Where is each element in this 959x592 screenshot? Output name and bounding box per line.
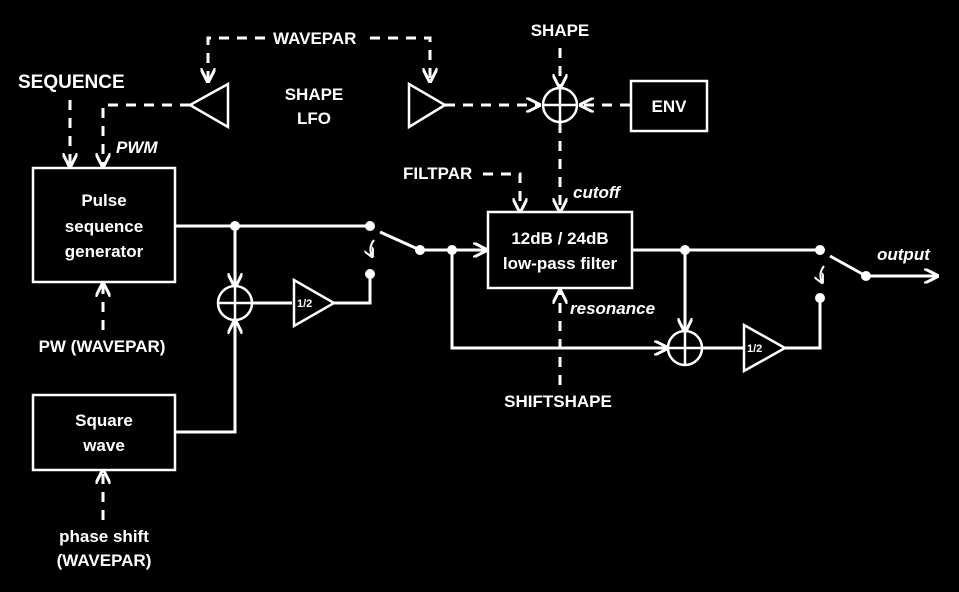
- lfo-right-triangle: [407, 81, 448, 130]
- bypass-wire: [450, 250, 666, 348]
- half-amp-left: [292, 277, 337, 329]
- junction-dot: [230, 221, 240, 231]
- wavepar-right-line: [370, 36, 430, 80]
- wavepar-left-line: [208, 36, 265, 80]
- pulse-generator-box: [31, 166, 177, 284]
- filtpar-control-line: [483, 172, 520, 210]
- shape-lfo-label-1: SHAPE: [285, 85, 344, 104]
- shape-label: SHAPE: [531, 21, 590, 40]
- pulse-box-label-1: Pulse: [81, 191, 126, 210]
- shiftshape-label: SHIFTSHAPE: [504, 392, 612, 411]
- shape-lfo-label-2: LFO: [297, 109, 331, 128]
- half-to-switch-wire: [334, 274, 372, 305]
- switch-contact-top-right: [815, 245, 825, 255]
- junction-dot: [680, 245, 690, 255]
- filtpar-label: FILTPAR: [403, 164, 472, 183]
- filter-box-label-1: 12dB / 24dB: [511, 229, 608, 248]
- pw-wavepar-label: PW (WAVEPAR): [39, 337, 166, 356]
- switch-contact-top-left: [365, 221, 375, 231]
- half-amp-right: [742, 322, 788, 374]
- resonance-label: resonance: [570, 299, 655, 318]
- phase-shift-label-1: phase shift: [59, 527, 149, 546]
- env-label: ENV: [652, 97, 688, 116]
- sum-junction-left: [216, 284, 254, 322]
- wavepar-label: WAVEPAR: [273, 29, 356, 48]
- half-amp-right-label: 1/2: [747, 343, 762, 355]
- square-out-wire: [175, 322, 235, 434]
- output-label: output: [877, 245, 931, 264]
- right-switch-blade: [829, 254, 867, 278]
- switch-contact-bottom-left: [365, 269, 375, 279]
- env-box: [629, 79, 709, 133]
- filter-box: [486, 210, 634, 290]
- cutoff-label: cutoff: [573, 183, 622, 202]
- sequence-label: SEQUENCE: [18, 72, 125, 93]
- left-switch-indicator: [370, 239, 375, 256]
- pulse-box-label-3: generator: [65, 242, 144, 261]
- lfo-left-triangle: [187, 81, 230, 130]
- sum-junction-lfo-env: [541, 86, 579, 124]
- left-switch-blade: [379, 230, 421, 252]
- half-amp-left-label: 1/2: [297, 298, 312, 310]
- right-switch-indicator: [820, 265, 825, 282]
- pwm-label: PWM: [116, 138, 158, 157]
- switch-contact-bottom-right: [815, 293, 825, 303]
- switch-pivot-left: [415, 245, 425, 255]
- pwm-control-line: [103, 103, 190, 165]
- sum-junction-right: [666, 329, 704, 367]
- switch-pivot-right: [861, 271, 871, 281]
- square-box-label-2: wave: [82, 436, 125, 455]
- square-wave-box: [31, 393, 177, 472]
- junction-dot: [447, 245, 457, 255]
- square-box-label-1: Square: [75, 411, 133, 430]
- pulse-box-label-2: sequence: [65, 217, 143, 236]
- phase-shift-label-2: (WAVEPAR): [57, 551, 152, 570]
- filter-box-label-2: low-pass filter: [503, 254, 618, 273]
- right-half-to-switch-wire: [785, 298, 822, 350]
